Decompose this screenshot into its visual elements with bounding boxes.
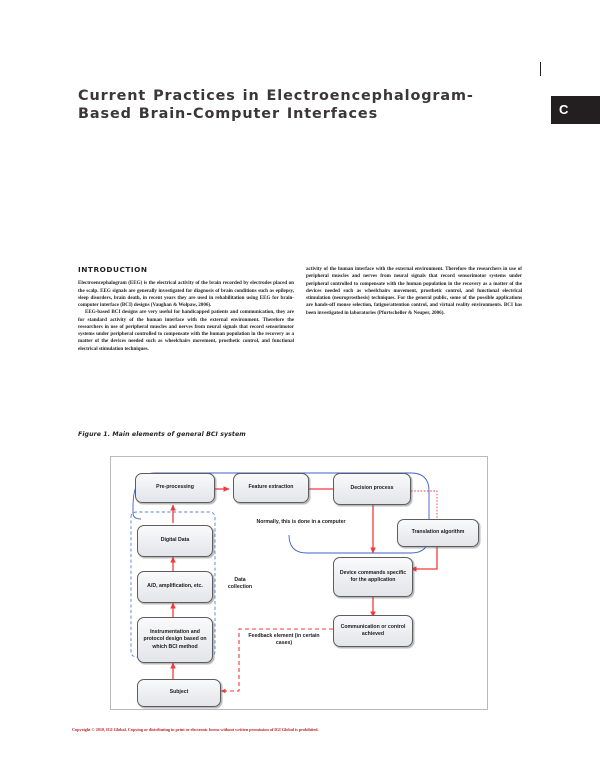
label-data-collection: Data collection [227,577,253,591]
node-instrumentation-protocol: Instrumentation and protocol design base… [137,617,213,663]
node-device-commands: Device commands specific for the applica… [333,557,413,597]
section-heading-introduction: INTRODUCTION [78,265,148,274]
page-title-line-1: Current Practices in Electroencephalogra… [78,88,474,104]
node-decision-process: Decision process [333,473,411,505]
label-feedback-element: Feedback element (in certain cases) [248,633,320,647]
figure-connectors [130,472,438,694]
body-column-right: activity of the human interface with the… [306,266,522,317]
body-column-left: INTRODUCTION Electroencephalogram (EEG) … [78,266,294,353]
node-translation-algorithm: Translation algorithm [397,519,479,547]
paragraph: Electroencephalogram (EEG) is the electr… [78,280,294,308]
paragraph: EEG-based BCI designs are very useful fo… [78,309,294,352]
figure-caption: Figure 1. Main elements of general BCI s… [78,431,246,438]
node-pre-processing: Pre-processing [135,473,215,503]
node-communication-control: Communication or control achieved [333,615,413,647]
footer-copyright: Copyright © 2010, IGI Global. Copying or… [72,727,319,732]
page-title-line-2: Based Brain-Computer Interfaces [78,105,379,122]
chapter-rule-mark [540,62,542,76]
node-feature-extraction: Feature extraction [233,473,309,503]
node-ad-amplification: A/D, amplification, etc. [137,571,213,603]
label-computer-note: Normally, this is done in a computer [256,519,346,525]
figure-canvas: Pre-processing Feature extraction Decisi… [111,457,487,709]
chapter-tab-letter: C [551,96,600,124]
node-digital-data: Digital Data [137,525,213,557]
figure-1-bci-system: Pre-processing Feature extraction Decisi… [110,456,488,710]
page-title: Current Practices in Electroencephalogra… [78,88,508,123]
paragraph: activity of the human interface with the… [306,266,522,316]
node-subject: Subject [137,679,221,707]
